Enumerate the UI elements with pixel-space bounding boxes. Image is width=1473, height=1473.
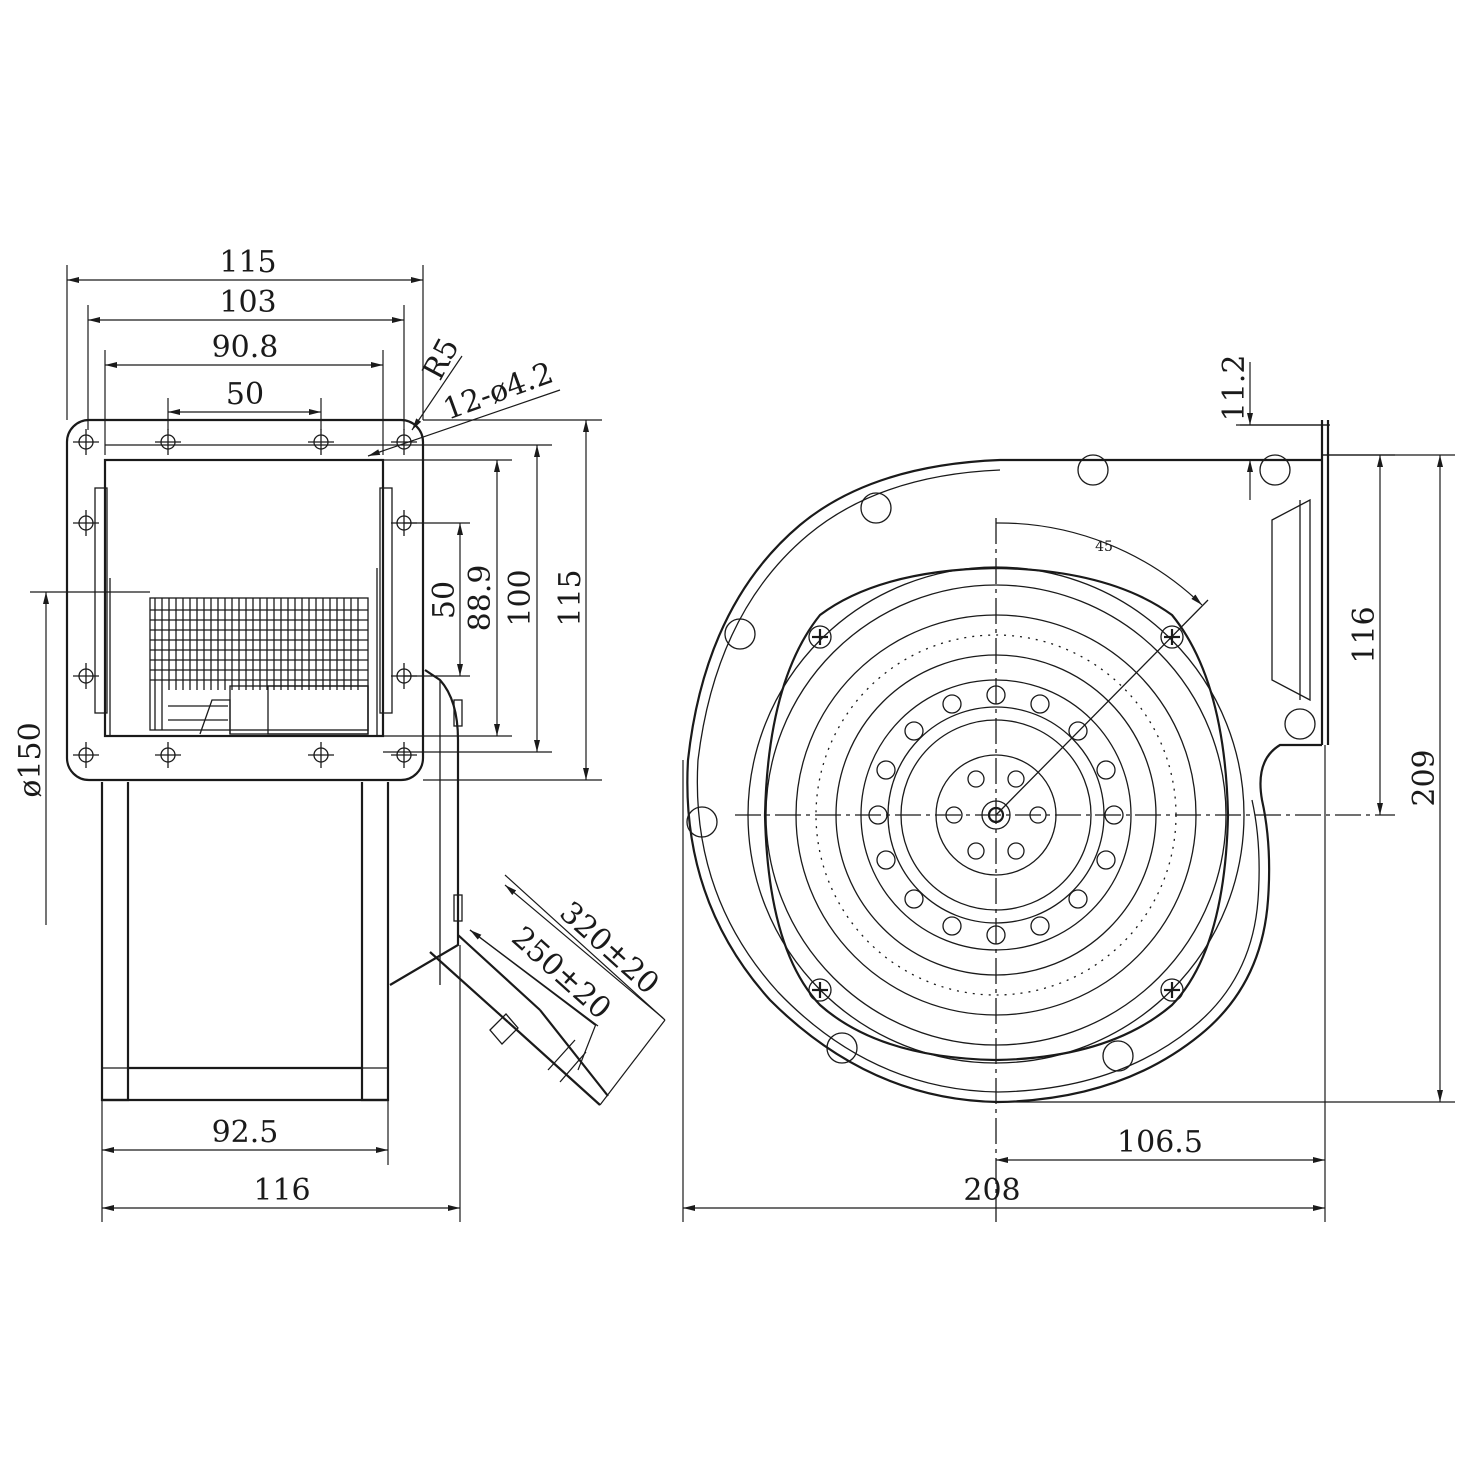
side-view: 115 103 90.8 50 R5 12-ø4.2 50 88.9 100 <box>13 245 666 1222</box>
side-outlet <box>100 782 390 1102</box>
side-flange <box>65 418 425 782</box>
dim-45: 45 <box>1095 539 1113 555</box>
dim-100: 100 <box>503 569 538 626</box>
housing-lugs <box>686 454 1316 1072</box>
dim-115-top: 115 <box>219 245 276 280</box>
dim-208: 208 <box>963 1173 1020 1208</box>
impeller-blades <box>149 597 369 735</box>
dim-88-9: 88.9 <box>463 565 498 632</box>
motor-plate <box>763 566 1230 1062</box>
dim-90-8: 90.8 <box>212 330 279 365</box>
dim-106-5: 106.5 <box>1117 1125 1203 1160</box>
dim-11-2: 11.2 <box>1217 355 1252 422</box>
motor-screws <box>808 625 1184 1002</box>
dim-116-vert: 116 <box>1347 606 1382 663</box>
dim-209: 209 <box>1407 749 1442 806</box>
cable <box>429 934 609 1106</box>
scroll-housing <box>686 458 1322 1104</box>
front-view: 45 11.2 116 209 106.5 208 <box>682 355 1455 1222</box>
dim-r5: R5 <box>416 333 466 386</box>
dim-92-5: 92.5 <box>212 1115 279 1150</box>
dim-50-vert: 50 <box>427 581 462 619</box>
dim-50-top: 50 <box>226 377 264 412</box>
dim-103: 103 <box>219 285 276 320</box>
dim-116-bottom: 116 <box>253 1173 310 1208</box>
dim-115-vert: 115 <box>553 569 588 626</box>
dim-dia150: ø150 <box>13 722 48 797</box>
